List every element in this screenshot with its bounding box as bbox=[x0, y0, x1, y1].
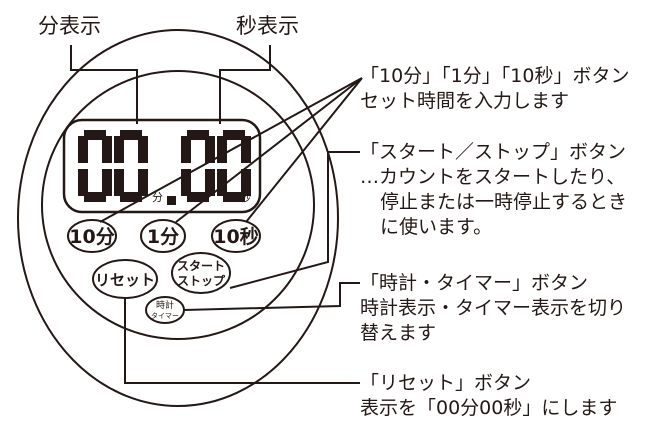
minute-display-leader bbox=[70, 45, 138, 124]
start-stop-desc-3: に使います。 bbox=[380, 216, 493, 238]
digit-segment bbox=[120, 192, 142, 202]
start-stop-desc-1: …カウントをスタートしたり、 bbox=[360, 166, 626, 188]
reset-title: 「リセット」ボタン bbox=[360, 372, 532, 394]
clock-timer-label-1: 時計 bbox=[156, 299, 174, 311]
digit-segment bbox=[181, 169, 191, 196]
digit-segment bbox=[217, 136, 227, 163]
digit-segment bbox=[187, 130, 209, 140]
digit-segment bbox=[187, 192, 209, 202]
start-stop-button[interactable] bbox=[171, 252, 231, 294]
reset-desc: 表示を「00分00秒」にします bbox=[360, 397, 618, 419]
second-display-label: 秒表示 bbox=[236, 14, 299, 38]
seconds-unit-label: 秒 bbox=[240, 190, 251, 204]
clock-timer-label-2: タイマー bbox=[151, 311, 179, 320]
clock-timer-title: 「時計・タイマー」ボタン bbox=[360, 272, 589, 294]
start-stop-desc-2: 停止または一時停止するとき bbox=[380, 191, 628, 213]
ten-second-button[interactable] bbox=[211, 219, 261, 253]
time-set-annotation: 「10分」「1分」「10秒」ボタン セット時間を入力します bbox=[360, 64, 629, 114]
digit-segment bbox=[138, 169, 148, 196]
digit-segment bbox=[120, 130, 142, 140]
lcd-digits bbox=[78, 130, 251, 202]
digit-segment bbox=[78, 136, 88, 163]
digit-segment bbox=[138, 136, 148, 163]
ten-second-label: 10秒 bbox=[213, 225, 258, 248]
digit-segment bbox=[84, 130, 106, 140]
reset-label: リセット bbox=[95, 271, 155, 289]
colon-dot bbox=[167, 196, 176, 205]
digit-segment bbox=[84, 192, 106, 202]
digit-segment bbox=[241, 169, 251, 196]
minute-display-label: 分表示 bbox=[38, 14, 101, 38]
ten-minute-label: 10分 bbox=[69, 226, 114, 248]
digit-segment bbox=[102, 136, 112, 163]
one-minute-label: 1分 bbox=[147, 226, 179, 248]
time-set-desc: セット時間を入力します bbox=[360, 90, 570, 112]
digit-segment bbox=[78, 169, 88, 196]
start-stop-label-1: スタート bbox=[177, 259, 225, 273]
minutes-unit-label: 分 bbox=[152, 191, 163, 204]
digit-segment bbox=[205, 169, 215, 196]
digit-segment bbox=[114, 169, 124, 196]
digit-segment bbox=[217, 169, 227, 196]
digit-segment bbox=[205, 136, 215, 163]
reset-annotation: 「リセット」ボタン 表示を「00分00秒」にします bbox=[360, 371, 617, 421]
digit-segment bbox=[181, 136, 191, 163]
one-minute-button[interactable] bbox=[140, 219, 186, 253]
time-set-title: 「10分」「1分」「10秒」ボタン bbox=[360, 65, 630, 87]
start-stop-annotation: 「スタート／ストップ」ボタン …カウントをスタートしたり、 停止または一時停止す… bbox=[360, 140, 627, 240]
start-stop-title: 「スタート／ストップ」ボタン bbox=[360, 141, 627, 163]
digit-segment bbox=[223, 192, 245, 202]
ten-minute-button[interactable] bbox=[67, 219, 117, 253]
digit-segment bbox=[102, 169, 112, 196]
annotation-leaders bbox=[99, 77, 363, 384]
second-display-leader bbox=[219, 45, 271, 124]
clock-timer-annotation: 「時計・タイマー」ボタン 時計表示・タイマー表示を切り 替えます bbox=[360, 271, 626, 346]
clock-timer-desc-1: 時計表示・タイマー表示を切り bbox=[360, 297, 627, 319]
clock-timer-desc-2: 替えます bbox=[360, 322, 437, 344]
digit-segment bbox=[114, 136, 124, 163]
digit-segment bbox=[223, 130, 245, 140]
digit-segment bbox=[241, 136, 251, 163]
start-stop-label-2: ストップ bbox=[177, 273, 226, 288]
